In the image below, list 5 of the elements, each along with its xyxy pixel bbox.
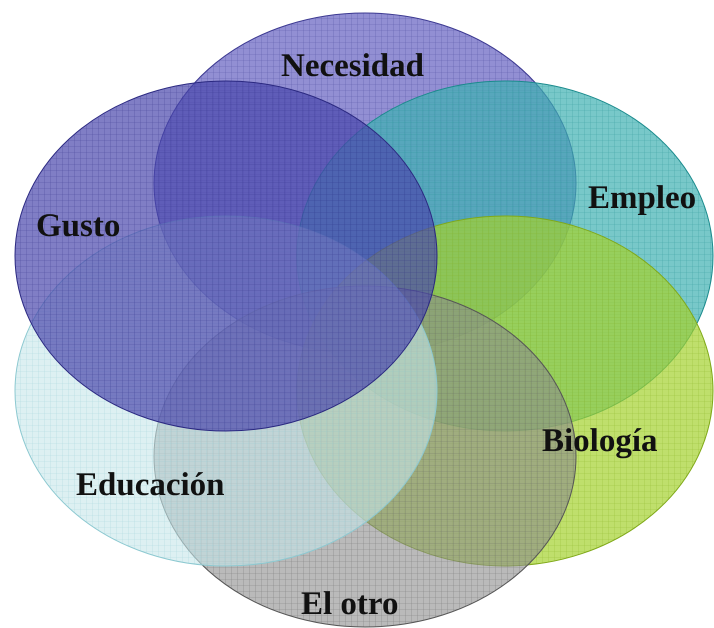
set-label: El otro — [301, 588, 398, 621]
set-label: Necesidad — [281, 50, 424, 83]
set-label: Empleo — [588, 182, 696, 215]
set-label: Gusto — [36, 210, 120, 243]
set-label: Educación — [76, 469, 225, 502]
